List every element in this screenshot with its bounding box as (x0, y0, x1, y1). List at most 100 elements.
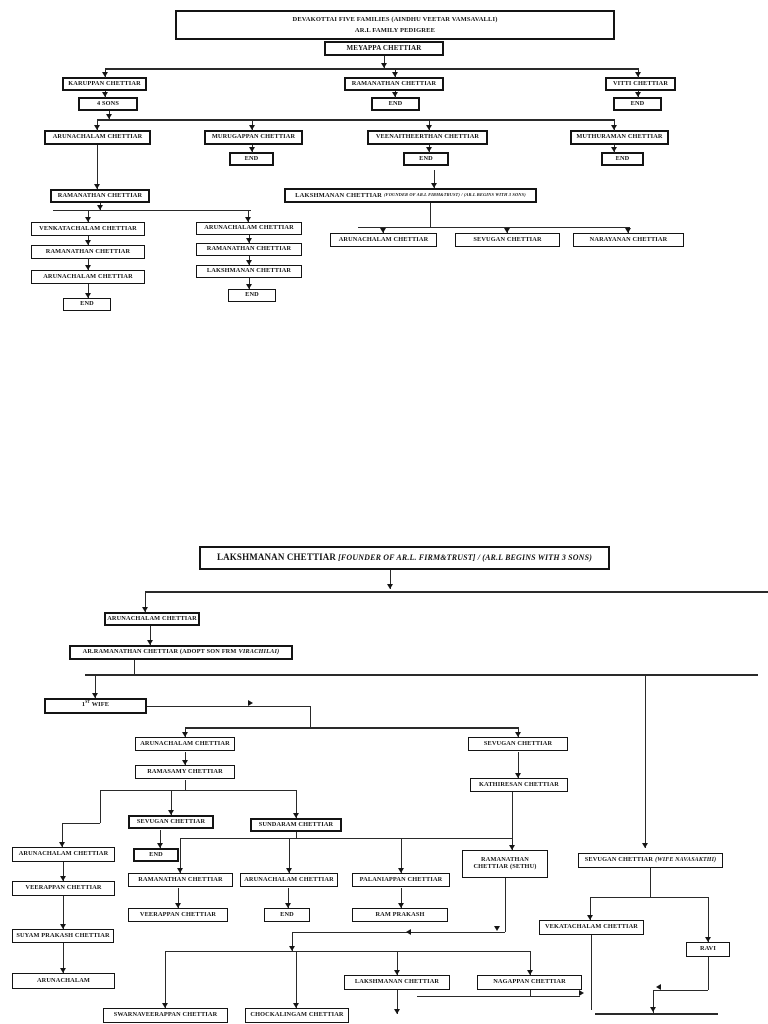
connector-line-vertical (97, 145, 98, 189)
box-suyam-prakash-chettiar: SUYAM PRAKASH CHETTIAR (12, 929, 114, 943)
box-label: KARUPPAN CHETTIAR (68, 79, 141, 87)
arrowhead-icon (177, 868, 183, 873)
connector-line-vertical (63, 862, 64, 881)
box-ravi: RAVI (686, 942, 730, 957)
connector-line-vertical (390, 570, 391, 589)
arrowhead-icon (705, 937, 711, 942)
connector-line-vertical (292, 932, 293, 951)
connector-line-horizontal (100, 790, 296, 791)
connector-line-vertical (88, 258, 89, 270)
connector-line-vertical (288, 888, 289, 908)
connector-line-horizontal (62, 823, 100, 824)
arrowhead-icon (102, 72, 108, 77)
connector-line-horizontal (358, 227, 630, 228)
box-label: 1ST WIFE (81, 700, 110, 709)
box-karuppan-chettiar: KARUPPAN CHETTIAR (62, 77, 147, 91)
arrowhead-icon (102, 92, 108, 97)
arrowhead-icon (285, 903, 291, 908)
connector-line-vertical (434, 170, 435, 188)
box-label: END (80, 300, 94, 308)
connector-line-vertical (397, 951, 398, 975)
arrowhead-icon (162, 1003, 168, 1008)
connector-line-vertical (296, 790, 297, 818)
box-label: ARUNACHALAM CHETTIAR (204, 224, 294, 232)
arrowhead-icon (92, 693, 98, 698)
box-end-6: END (63, 298, 111, 311)
arrowhead-icon (289, 946, 295, 951)
connector-line-horizontal (417, 996, 580, 997)
arrowhead-icon (509, 845, 515, 850)
connector-line-horizontal (185, 727, 519, 729)
arrowhead-icon (245, 217, 251, 222)
connector-line-vertical (185, 752, 186, 765)
box-label: LAKSHMANAN CHETTIAR (295, 191, 382, 199)
arrowhead-icon (392, 92, 398, 97)
box-label: 4 SONS (96, 99, 120, 107)
box-label: SUYAM PRAKASH CHETTIAR (16, 931, 110, 939)
box-chockalingam-chettiar: CHOCKALINGAM CHETTIAR (245, 1008, 349, 1023)
arrowhead-icon (431, 183, 437, 188)
box-sevugan-chettiar-3: SEVUGAN CHETTIAR (128, 815, 214, 829)
box-end-8: END (133, 848, 179, 862)
arrowhead-icon (60, 968, 66, 973)
box-label: VEERAPPAN CHETTIAR (139, 910, 217, 918)
connector-line-vertical (653, 990, 654, 1013)
box-label: MEYAPPA CHETTIAR (346, 43, 422, 52)
arrowhead-icon (611, 147, 617, 152)
connector-line-horizontal (53, 210, 251, 211)
arrowhead-icon (246, 260, 252, 265)
arrowhead-icon (515, 773, 521, 778)
box-label: VEENAITHEERTHAN CHETTIAR (375, 133, 480, 141)
box-sevugan-chettiar-1: SEVUGAN CHETTIAR (455, 233, 560, 247)
box-kathiresan-chettiar: KATHIRESAN CHETTIAR (470, 778, 568, 792)
box-ramanathan-chettiar-5: RAMANATHAN CHETTIAR (128, 873, 233, 887)
connector-line-vertical (63, 943, 64, 973)
arrowhead-icon (380, 228, 386, 233)
connector-line-vertical (171, 790, 172, 815)
arrowhead-icon (579, 990, 584, 996)
box-label: VENKATACHALAM CHETTIAR (39, 224, 137, 232)
box-label: VITTI CHETTIAR (612, 79, 669, 87)
box-label: LAKSHMANAN CHETTIAR (354, 978, 440, 986)
connector-line-vertical (95, 675, 96, 698)
arrowhead-icon (286, 868, 292, 873)
arrowhead-icon (85, 293, 91, 298)
arrowhead-icon (60, 924, 66, 929)
arrowhead-icon (94, 125, 100, 130)
arrowhead-icon (249, 147, 255, 152)
box-end-7: END (228, 289, 276, 302)
arrowhead-icon (504, 228, 510, 233)
arrowhead-icon (398, 868, 404, 873)
connector-line-vertical (645, 675, 646, 848)
connector-line-vertical (249, 278, 250, 289)
arrowhead-icon (175, 903, 181, 908)
box-lakshmanan-founder-main: LAKSHMANAN CHETTIAR[FOUNDER OF AR.L. FIR… (199, 546, 610, 570)
arrowhead-icon (381, 63, 387, 68)
arrowhead-icon (650, 1007, 656, 1012)
connector-line-horizontal (165, 951, 530, 952)
connector-line-vertical (708, 897, 709, 942)
box-4-sons: 4 SONS (78, 97, 138, 111)
box-label: SUNDARAM CHETTIAR (258, 820, 334, 828)
connector-line-vertical (384, 56, 385, 68)
box-arunachalam-chettiar-7: ARUNACHALAM CHETTIAR (12, 847, 115, 862)
box-vitti-chettiar: VITTI CHETTIAR (605, 77, 676, 91)
box-label: CHOCKALINGAM CHETTIAR (250, 1011, 344, 1019)
connector-line-vertical (530, 990, 531, 996)
arrowhead-icon (387, 584, 393, 589)
box-label: LAKSHMANAN CHETTIAR (206, 267, 292, 275)
box-label: RAMANATHAN CHETTIAR (206, 245, 292, 253)
arrowhead-icon (248, 700, 253, 706)
box-label: DEVAKOTTAI FIVE FAMILIES (AINDHU VEETAR … (292, 15, 498, 23)
box-sevugan-chettiar-2: SEVUGAN CHETTIAR (468, 737, 568, 751)
connector-line-horizontal (595, 1013, 718, 1015)
connector-line-vertical (397, 990, 398, 1014)
arrowhead-icon (182, 732, 188, 737)
connector-line-horizontal (145, 591, 768, 593)
box-label-2: AR.L FAMILY PEDIGREE (354, 26, 436, 34)
box-sundaram-chettiar: SUNDARAM CHETTIAR (250, 818, 342, 832)
arrowhead-icon (394, 1009, 400, 1014)
box-label: END (245, 291, 259, 299)
box-label: ARUNACHALAM CHETTIAR (18, 850, 109, 858)
